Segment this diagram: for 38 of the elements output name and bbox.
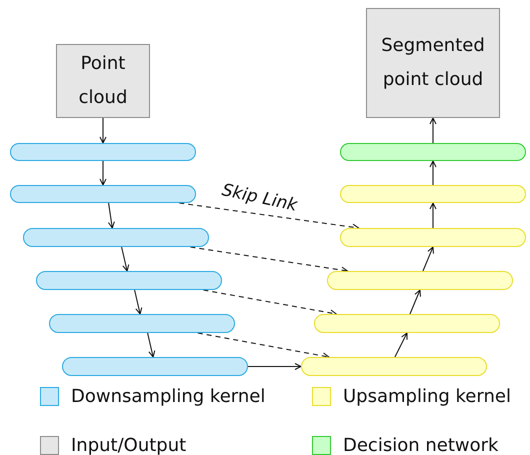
- arrow: [430, 118, 436, 144]
- legend-label: Upsampling kernel: [343, 385, 511, 409]
- arrow: [409, 290, 421, 314]
- io-box: [56, 44, 150, 118]
- arrow: [121, 246, 130, 272]
- kernel-bar: [10, 143, 196, 161]
- kernel-bar: [340, 143, 526, 161]
- io-box: [366, 8, 500, 118]
- arrow: [430, 202, 436, 228]
- arrow: [147, 332, 156, 358]
- legend-label: Decision network: [343, 434, 498, 455]
- kernel-bar: [327, 271, 513, 290]
- kernel-bar: [62, 357, 248, 376]
- edge-label: Skip Link: [219, 179, 300, 218]
- arrow: [108, 202, 115, 228]
- arrow: [100, 118, 106, 144]
- kernel-bar: [23, 228, 209, 247]
- arrow: [100, 160, 106, 186]
- arrow: [134, 290, 142, 314]
- node-label: Segmented point cloud: [380, 34, 486, 92]
- dashed-arrow: [190, 246, 348, 274]
- kernel-bar: [301, 357, 487, 376]
- dashed-arrow: [178, 202, 360, 231]
- kernel-bar: [49, 314, 235, 333]
- arrow: [394, 332, 408, 358]
- arrow: [248, 363, 302, 370]
- kernel-bar: [10, 185, 196, 203]
- arrow: [430, 160, 436, 186]
- legend-label: Input/Output: [71, 434, 186, 455]
- dashed-arrow: [202, 290, 337, 316]
- legend-label: Downsampling kernel: [71, 385, 266, 409]
- kernel-bar: [340, 228, 526, 247]
- dashed-arrow: [197, 332, 330, 360]
- kernel-bar: [36, 271, 222, 290]
- kernel-bar: [314, 314, 500, 333]
- arrow: [422, 246, 434, 272]
- node-label: Point cloud: [78, 52, 128, 110]
- kernel-bar: [340, 185, 526, 203]
